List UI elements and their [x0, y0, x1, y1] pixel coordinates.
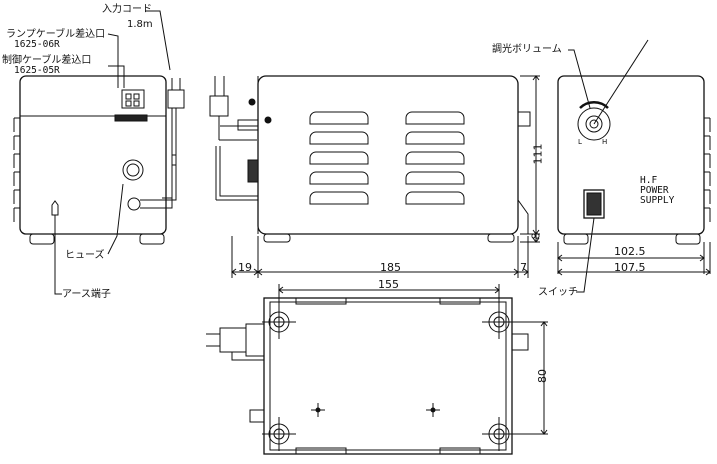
dim-80: 80 [536, 369, 549, 383]
switch-label: スイッチ [538, 287, 578, 298]
brand-line1: H.F [640, 175, 658, 186]
lamp-cable-port-label: ランプケーブル差込口 [6, 29, 106, 40]
lamp-cable-part-label: 1625-06R [14, 39, 60, 50]
dim-8: 8 [529, 232, 543, 240]
dim-155: 155 [378, 278, 399, 291]
brand-line3: SUPPLY [640, 195, 675, 206]
fuse-label: ヒューズ [65, 250, 105, 261]
dim-107-5: 107.5 [614, 261, 646, 274]
front-view [557, 39, 711, 293]
knob-low-label: L [578, 138, 582, 146]
bottom-view [206, 284, 548, 455]
power-cord-label: 入力コード [102, 4, 152, 15]
dim-102-5: 102.5 [614, 245, 646, 258]
ground-terminal-label: アース端子 [62, 289, 111, 300]
dimmer-volume-label: 調光ボリューム [492, 44, 562, 55]
cord-length-label: 1.8m [127, 19, 153, 30]
control-cable-port-label: 制御ケーブル差込口 [2, 55, 92, 66]
dim-7: 7 [520, 261, 527, 274]
side-view [209, 75, 540, 278]
dim-185: 185 [380, 261, 401, 274]
control-cable-part-label: 1625-05R [14, 65, 60, 76]
dim-111: 111 [531, 143, 545, 165]
dim-19: 19 [238, 261, 252, 274]
brand-line2: POWER [640, 185, 669, 196]
knob-high-label: H [602, 138, 608, 146]
rear-view [13, 10, 185, 295]
